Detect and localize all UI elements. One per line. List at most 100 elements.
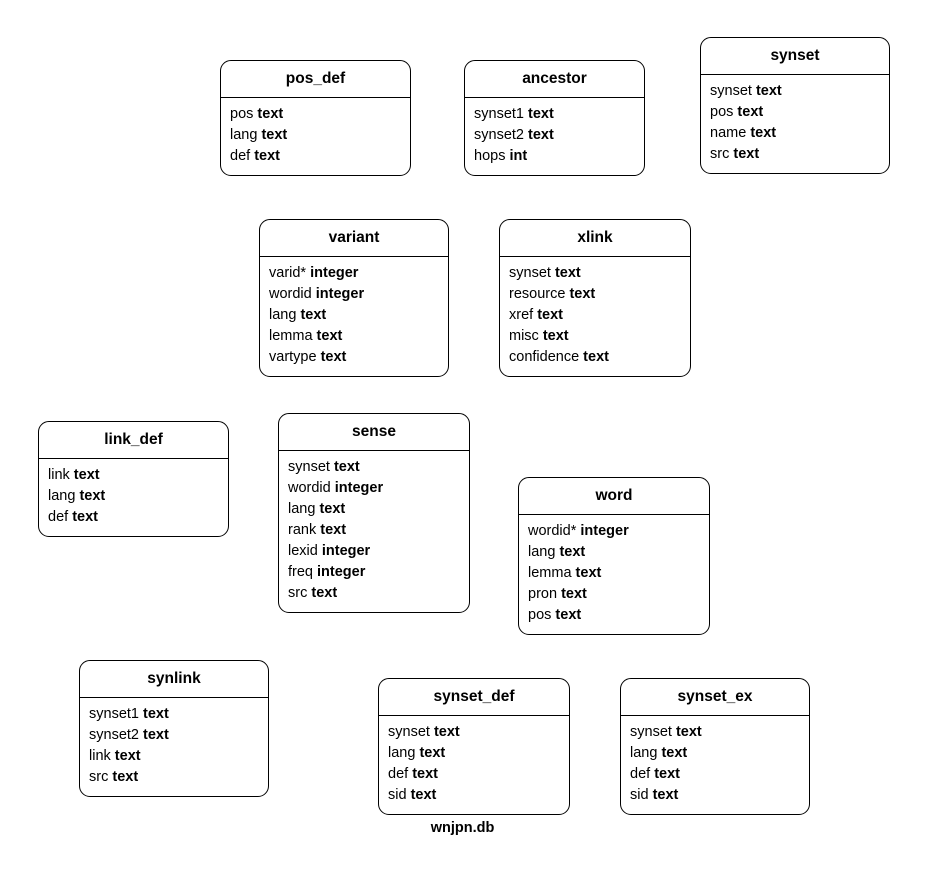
field-type: text [561, 586, 587, 602]
field-type: integer [310, 265, 359, 281]
entity-field-row: lemma text [519, 563, 709, 584]
field-type: text [311, 585, 338, 601]
entity-field-row: confidence text [500, 347, 690, 368]
field-type: text [675, 724, 702, 740]
field-type: text [528, 127, 554, 143]
field-name: lang [528, 544, 556, 560]
field-type: text [300, 307, 327, 323]
field-type: text [661, 745, 688, 761]
entity-field-row: synset text [621, 722, 809, 743]
entity-field-row: misc text [500, 326, 690, 347]
field-type: integer [334, 480, 384, 496]
field-name: lang [269, 307, 297, 323]
field-name: resource [509, 286, 566, 302]
field-name: synset1 [474, 106, 524, 122]
entity-field-row: pron text [519, 584, 709, 605]
entity-field-row: pos text [701, 102, 889, 123]
field-type: text [72, 509, 98, 525]
entity-field-row: lang text [221, 125, 410, 146]
field-type: text [412, 766, 438, 782]
field-name: lexid [288, 543, 318, 559]
entity-field-row: hops int [465, 146, 644, 167]
entity-field-row: pos text [221, 104, 410, 125]
field-name: lang [48, 488, 76, 504]
field-type: text [559, 544, 586, 560]
entity-field-row: name text [701, 123, 889, 144]
field-type: text [737, 104, 764, 120]
field-type: text [410, 787, 437, 803]
entity-field-row: synset1 text [80, 704, 268, 725]
field-type: text [261, 127, 288, 143]
entity-field-row: lang text [39, 486, 228, 507]
field-name: confidence [509, 349, 580, 365]
field-type: text [733, 146, 760, 162]
field-name: sid [630, 787, 649, 803]
field-type: text [112, 769, 139, 785]
entity-field-row: synset2 text [80, 725, 268, 746]
field-name: wordid [288, 480, 331, 496]
field-type: text [555, 607, 582, 623]
entity-title-synset_ex: synset_ex [621, 679, 809, 716]
entity-field-row: pos text [519, 605, 709, 626]
field-type: text [73, 467, 100, 483]
entity-field-row: freq integer [279, 562, 469, 583]
field-name: wordid* [528, 523, 577, 539]
field-name: synset [288, 459, 330, 475]
field-type: text [575, 565, 602, 581]
field-type: text [537, 307, 563, 323]
field-type: text [528, 106, 554, 122]
field-name: def [630, 766, 651, 782]
entity-field-row: sid text [621, 785, 809, 806]
entity-field-row: wordid integer [260, 284, 448, 305]
field-name: src [89, 769, 109, 785]
field-type: text [654, 766, 680, 782]
field-name: lang [230, 127, 258, 143]
field-name: synset [710, 83, 752, 99]
entity-field-row: lang text [279, 499, 469, 520]
field-name: vartype [269, 349, 317, 365]
entity-title-synlink: synlink [80, 661, 268, 698]
entity-field-row: synset1 text [465, 104, 644, 125]
entity-title-xlink: xlink [500, 220, 690, 257]
field-name: def [230, 148, 251, 164]
field-type: text [316, 328, 343, 344]
entity-field-row: rank text [279, 520, 469, 541]
field-type: integer [321, 543, 371, 559]
field-name: freq [288, 564, 313, 580]
database-filename-caption: wnjpn.db [430, 820, 495, 836]
field-type: text [419, 745, 446, 761]
field-name: lemma [528, 565, 572, 581]
field-name: misc [509, 328, 539, 344]
entity-field-row: src text [701, 144, 889, 165]
field-name: lang [630, 745, 658, 761]
field-type: text [257, 106, 284, 122]
entity-field-row: lexid integer [279, 541, 469, 562]
field-name: sid [388, 787, 407, 803]
field-name: link [89, 748, 111, 764]
field-name: synset [388, 724, 430, 740]
entity-field-row: src text [279, 583, 469, 604]
entity-title-sense: sense [279, 414, 469, 451]
entity-field-row: def text [221, 146, 410, 167]
entity-field-row: lang text [260, 305, 448, 326]
entity-title-variant: variant [260, 220, 448, 257]
entity-title-ancestor: ancestor [465, 61, 644, 98]
field-type: int [509, 148, 528, 164]
